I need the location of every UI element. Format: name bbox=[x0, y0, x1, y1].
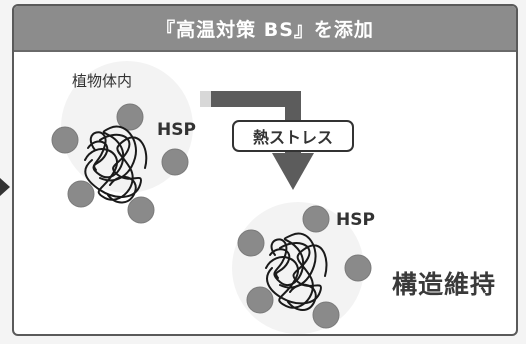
location-label: 植物体内 bbox=[72, 72, 133, 90]
diagram-title: 『高温対策 BS』を添加 bbox=[156, 18, 374, 41]
hsp-ball bbox=[312, 301, 340, 329]
hsp-label-after: HSP bbox=[336, 210, 375, 230]
hsp-ball bbox=[246, 286, 274, 314]
title-bar: 『高温対策 BS』を添加 bbox=[14, 6, 516, 52]
hsp-ball bbox=[67, 180, 95, 208]
hsp-label-before: HSP bbox=[157, 120, 196, 140]
hsp-ball bbox=[161, 148, 189, 176]
heat-stress-label: 熱ストレス bbox=[252, 128, 333, 147]
incoming-arrow-icon bbox=[0, 178, 10, 196]
protein-chain-before bbox=[84, 125, 148, 204]
heat-stress-box: 熱ストレス bbox=[232, 120, 354, 152]
hsp-ball bbox=[116, 103, 144, 131]
hsp-ball bbox=[127, 196, 155, 224]
hsp-ball bbox=[302, 205, 330, 233]
hsp-ball bbox=[344, 254, 372, 282]
protein-chain-after bbox=[265, 232, 328, 311]
hsp-ball bbox=[237, 229, 265, 257]
protein-cluster-after bbox=[232, 202, 372, 334]
hsp-ball bbox=[51, 126, 79, 154]
structure-maintained-label: 構造維持 bbox=[392, 270, 497, 299]
protein-cluster-before bbox=[51, 61, 193, 224]
